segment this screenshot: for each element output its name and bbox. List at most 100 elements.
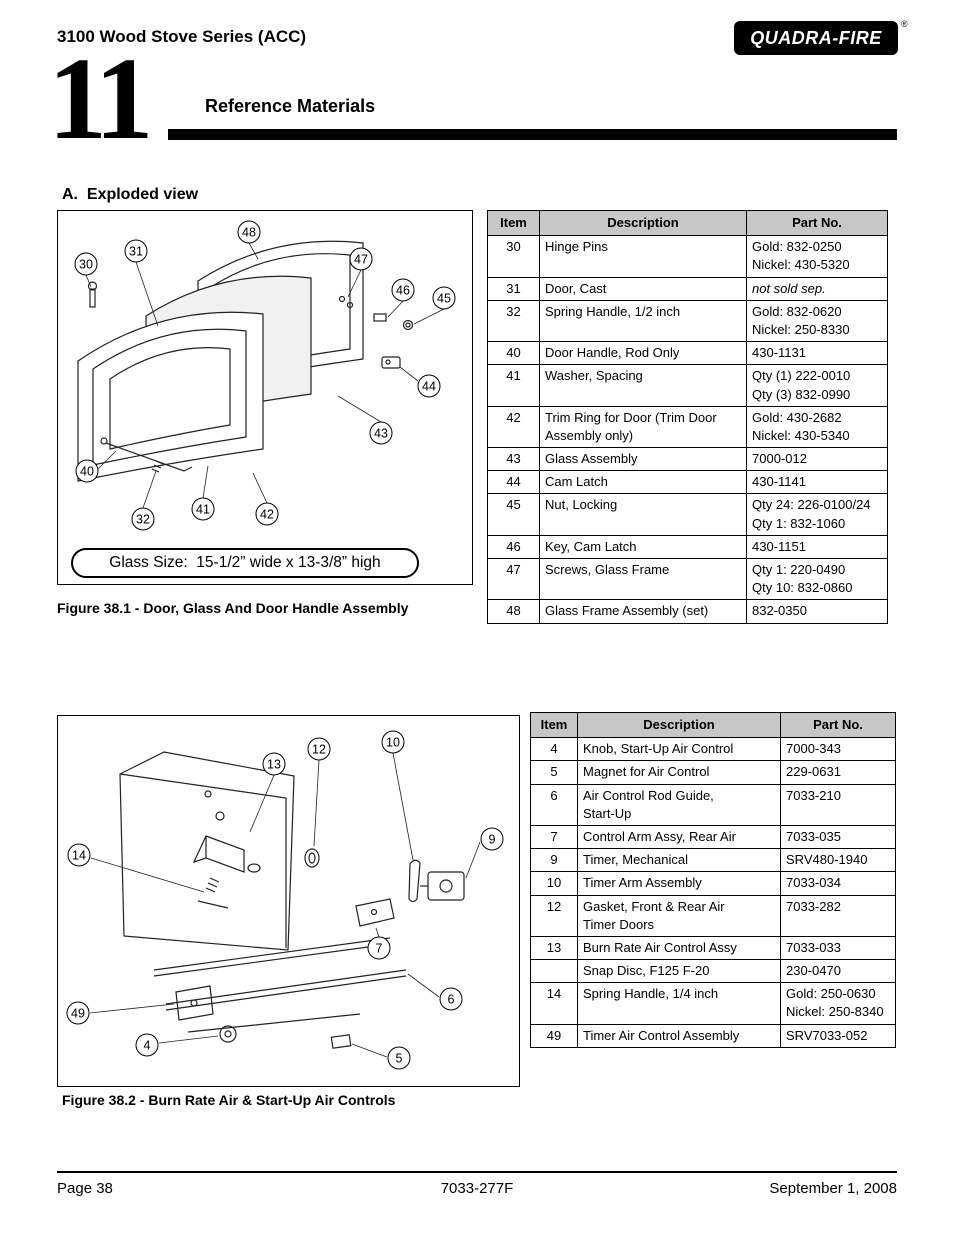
part-no-cell: 229-0631 <box>780 760 896 785</box>
part-no-cell: 230-0470 <box>780 959 896 984</box>
part-no-cell: Gold: 250-0630 Nickel: 250-8340 <box>780 982 896 1025</box>
item-cell: 4 <box>530 737 578 762</box>
col-header-description: Description <box>577 711 781 739</box>
item-cell: 13 <box>530 935 578 961</box>
description-cell: Spring Handle, 1/4 inch <box>577 982 781 1025</box>
part-no-cell: SRV480-1940 <box>780 848 896 873</box>
part-no-cell: 832-0350 <box>746 599 888 624</box>
item-cell: 42 <box>487 405 540 449</box>
footer-page-number: Page 38 <box>57 1180 113 1197</box>
table-header-row: Item Description Part No. <box>487 209 888 237</box>
part-no-cell: 7033-034 <box>780 871 896 896</box>
callout-bubble: 5 <box>387 1046 411 1070</box>
callout-leader-lines <box>89 752 481 1058</box>
burn-rate-air-control <box>192 835 245 873</box>
door-exploded-drawing <box>77 240 445 509</box>
callout-bubble: 49 <box>66 1001 90 1025</box>
description-cell: Hinge Pins <box>539 235 747 278</box>
item-cell: 31 <box>487 276 540 301</box>
description-cell: Trim Ring for Door (Trim Door Assembly o… <box>539 405 747 449</box>
col-header-item: Item <box>530 711 578 739</box>
description-cell: Key, Cam Latch <box>539 534 747 560</box>
item-cell: 12 <box>530 894 578 937</box>
glass-screws <box>338 295 354 309</box>
part-no-cell: 430-1141 <box>746 470 888 495</box>
part-no-cell: 430-1131 <box>746 341 888 366</box>
item-cell: 45 <box>487 493 540 536</box>
item-cell <box>530 959 578 984</box>
section-a-heading: A. Exploded view <box>62 186 199 203</box>
registered-trademark-symbol: ® <box>901 19 908 29</box>
chapter-number: 11 <box>48 33 153 164</box>
description-cell: Door, Cast <box>539 276 747 301</box>
air-gasket <box>304 848 320 868</box>
callout-bubble: 9 <box>480 827 504 851</box>
locking-nut <box>402 319 414 331</box>
chapter-title: Reference Materials <box>205 96 376 116</box>
description-cell: Glass Assembly <box>539 447 747 472</box>
item-cell: 48 <box>487 599 540 624</box>
cam-latch-key <box>373 313 387 322</box>
item-cell: 41 <box>487 364 540 407</box>
brand-name: QUADRA-FIRE <box>750 27 882 48</box>
part-no-cell: Qty (1) 222-0010 Qty (3) 832-0990 <box>746 364 888 407</box>
col-header-item: Item <box>487 209 540 237</box>
callout-bubble: 10 <box>381 730 405 754</box>
callout-bubble: 30 <box>74 252 98 276</box>
col-header-description: Description <box>539 209 747 237</box>
cast-door <box>77 311 264 482</box>
callout-bubble: 14 <box>67 843 91 867</box>
description-cell: Nut, Locking <box>539 493 747 536</box>
description-cell: Spring Handle, 1/2 inch <box>539 299 747 343</box>
item-cell: 7 <box>530 824 578 850</box>
col-header-partno: Part No. <box>780 711 896 739</box>
callout-bubble: 42 <box>255 502 279 526</box>
main-panel <box>119 751 295 951</box>
description-cell: Timer Arm Assembly <box>577 871 781 896</box>
item-cell: 40 <box>487 341 540 366</box>
table-header-row: Item Description Part No. <box>530 711 896 739</box>
startup-air-knob <box>219 1025 237 1043</box>
item-cell: 9 <box>530 848 578 873</box>
part-no-cell: 430-1151 <box>746 534 888 560</box>
figure2-caption: Figure 38.2 - Burn Rate Air & Start-Up A… <box>62 1092 396 1108</box>
item-cell: 5 <box>530 760 578 785</box>
air-control-magnet <box>330 1034 352 1049</box>
item-cell: 32 <box>487 299 540 343</box>
item-cell: 43 <box>487 447 540 472</box>
callout-bubble: 44 <box>417 374 441 398</box>
callout-bubble: 45 <box>432 286 456 310</box>
control-arm-bracket <box>355 898 395 927</box>
timer-air-control-assembly <box>175 985 214 1021</box>
mechanical-timer <box>420 871 465 901</box>
part-no-cell: Gold: 832-0250 Nickel: 430-5320 <box>746 235 888 278</box>
callout-bubble: 6 <box>439 987 463 1011</box>
description-cell: Timer, Mechanical <box>577 848 781 873</box>
callout-bubble: 41 <box>191 497 215 521</box>
description-cell: Control Arm Assy, Rear Air <box>577 824 781 850</box>
figure-door-exploded-view: 30 31 48 47 46 45 44 43 42 41 40 32 Glas… <box>57 210 473 585</box>
item-cell: 46 <box>487 534 540 560</box>
part-no-cell: 7033-033 <box>780 935 896 961</box>
callout-leader-lines <box>85 242 445 509</box>
part-no-cell: 7033-035 <box>780 824 896 850</box>
description-cell: Glass Frame Assembly (set) <box>539 599 747 624</box>
